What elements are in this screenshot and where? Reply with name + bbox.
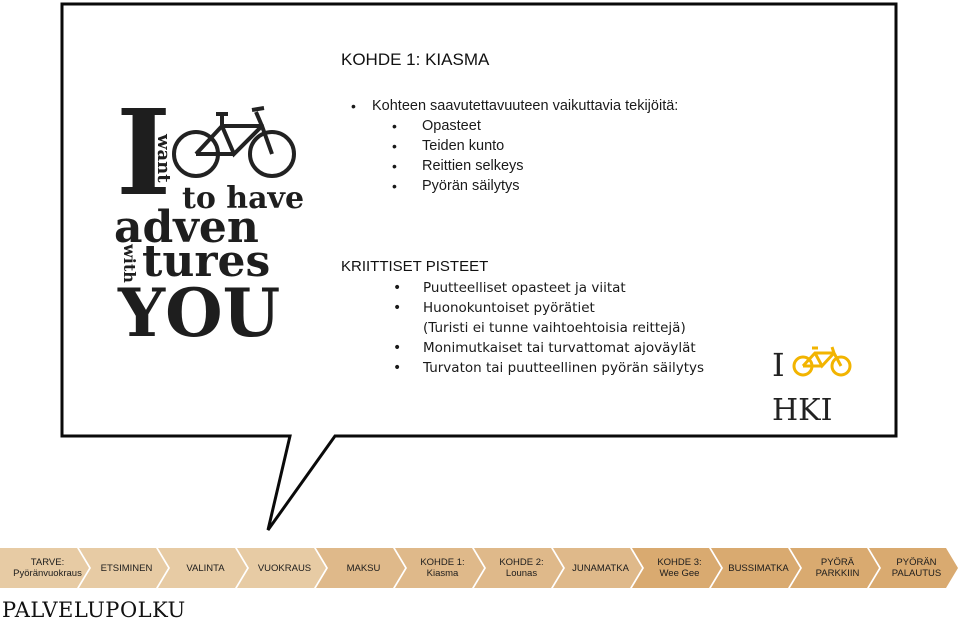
chevron-shape [869,548,958,588]
path-step-label: KOHDE 1: Kiasma [420,557,465,579]
chevron-shape [474,548,563,588]
chevron-shape [237,548,326,588]
chevron-shape [158,548,247,588]
path-step-label: KOHDE 2: Lounas [499,557,544,579]
bicycle-icon [172,106,296,178]
path-step: TARVE: Pyöränvuokraus [0,548,89,588]
critical-item: Turvaton tai puutteellinen pyörän säilyt… [393,358,704,378]
hki-logo-text: HKI [772,393,832,424]
critical-item: Huonokuntoiset pyörätiet [393,298,704,318]
path-step-label: JUNAMATKA [572,562,629,574]
path-step: PYÖRÄ PARKKIIN [790,548,879,588]
logo-word-with: with [120,243,139,283]
path-step: MAKSU [316,548,405,588]
logo-line-you: YOU [117,274,280,344]
factors-list: Kohteen saavutettavuuteen vaikuttavia te… [351,96,678,116]
path-step-label: VUOKRAUS [257,562,312,574]
logo-letter-i: I [116,98,171,222]
path-step-label: MAKSU [346,562,381,574]
adventures-logo: I want to have adven with tures YOU [114,98,304,344]
factor-item: Reittien selkeys [392,156,523,176]
critical-title: KRIITTISET PISTEET [341,258,489,275]
chevron-shape [316,548,405,588]
path-step-label: ETSIMINEN [100,562,153,574]
path-step: KOHDE 2: Lounas [474,548,563,588]
path-step: VALINTA [158,548,247,588]
service-path-flow: TARVE: Pyöränvuokraus ETSIMINEN VALINTA VUO… [0,548,960,588]
hki-logo-i: I [772,346,785,384]
critical-item: Monimutkaiset tai turvattomat ajoväylät [393,338,704,358]
bicycle-icon [792,346,852,377]
chevron-shape [632,548,721,588]
chevron-shape [395,548,484,588]
path-step: JUNAMATKA [553,548,642,588]
path-step-label: KOHDE 3: Wee Gee [657,557,702,579]
chevron-shape [790,548,879,588]
factor-item: Pyörän säilytys [392,176,524,196]
chevron-shape [553,548,642,588]
path-step-label: VALINTA [186,562,225,574]
path-step-label: BUSSIMATKA [728,562,789,574]
logo-line-to-have: to have [182,181,304,216]
i-bike-hki-logo: I HKI [772,346,852,424]
logo-word-want: want [153,133,174,183]
path-step-label: PYÖRÄ PARKKIIN [815,557,860,579]
path-step: BUSSIMATKA [711,548,800,588]
factors-intro: Kohteen saavutettavuuteen vaikuttavia te… [351,96,678,116]
path-step: ETSIMINEN [79,548,168,588]
chevron-shape [79,548,168,588]
critical-list: Puutteelliset opasteet ja viitat Huonoku… [393,278,704,378]
footer-label: PALVELUPOLKU [2,598,186,622]
critical-item: Puutteelliset opasteet ja viitat [393,278,704,298]
factor-item: Opasteet [392,116,524,136]
chevron-shape [711,548,800,588]
logo-line-adven: adven [114,202,259,253]
path-step-label: TARVE: Pyöränvuokraus [13,557,82,579]
factors-sublist: Opasteet Teiden kunto Reittien selkeys P… [392,116,524,196]
path-step-label: PYÖRÄN PALAUTUS [891,557,942,579]
path-step: KOHDE 3: Wee Gee [632,548,721,588]
path-step: VUOKRAUS [237,548,326,588]
path-step: PYÖRÄN PALAUTUS [869,548,958,588]
critical-item: (Turisti ei tunne vaihtoehtoisia reittej… [423,320,686,336]
path-step: KOHDE 1: Kiasma [395,548,484,588]
bubble-title: KOHDE 1: KIASMA [341,50,490,69]
factor-item: Teiden kunto [392,136,524,156]
chevron-shape [0,548,89,588]
logo-line-tures: tures [142,236,270,287]
